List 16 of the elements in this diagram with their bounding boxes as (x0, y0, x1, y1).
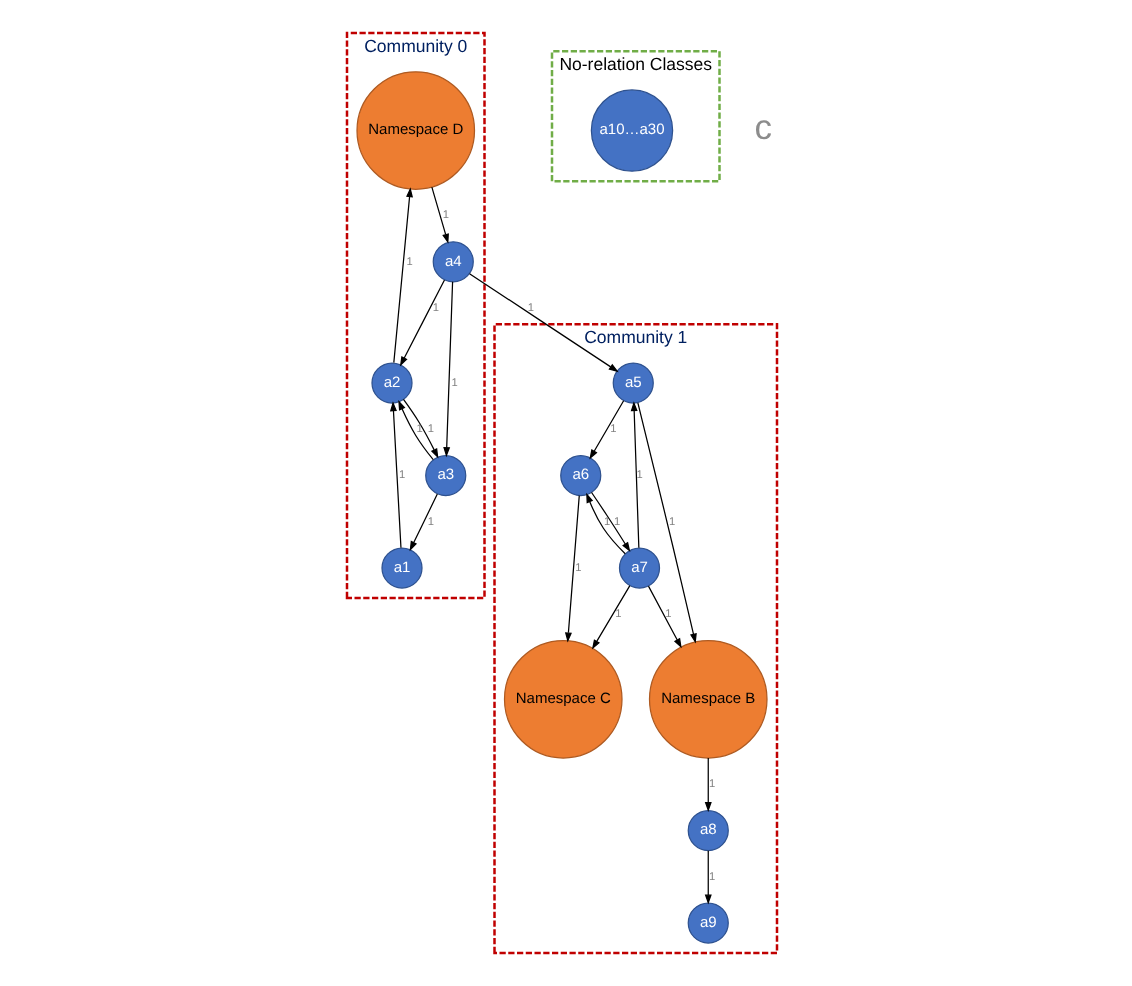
arrow (646, 585, 681, 649)
arrow (636, 402, 696, 644)
arrow (703, 757, 711, 813)
label: c (753, 107, 771, 148)
arrow (398, 279, 445, 367)
arrow (392, 187, 412, 364)
arrow (442, 281, 453, 458)
arrow (408, 493, 437, 552)
arrow (590, 584, 630, 650)
arrow (588, 400, 624, 460)
arrow (629, 401, 639, 549)
arrow (430, 186, 448, 244)
arrow (563, 495, 579, 643)
arrow (467, 273, 618, 373)
arrow (703, 850, 711, 905)
arrow (389, 401, 401, 549)
